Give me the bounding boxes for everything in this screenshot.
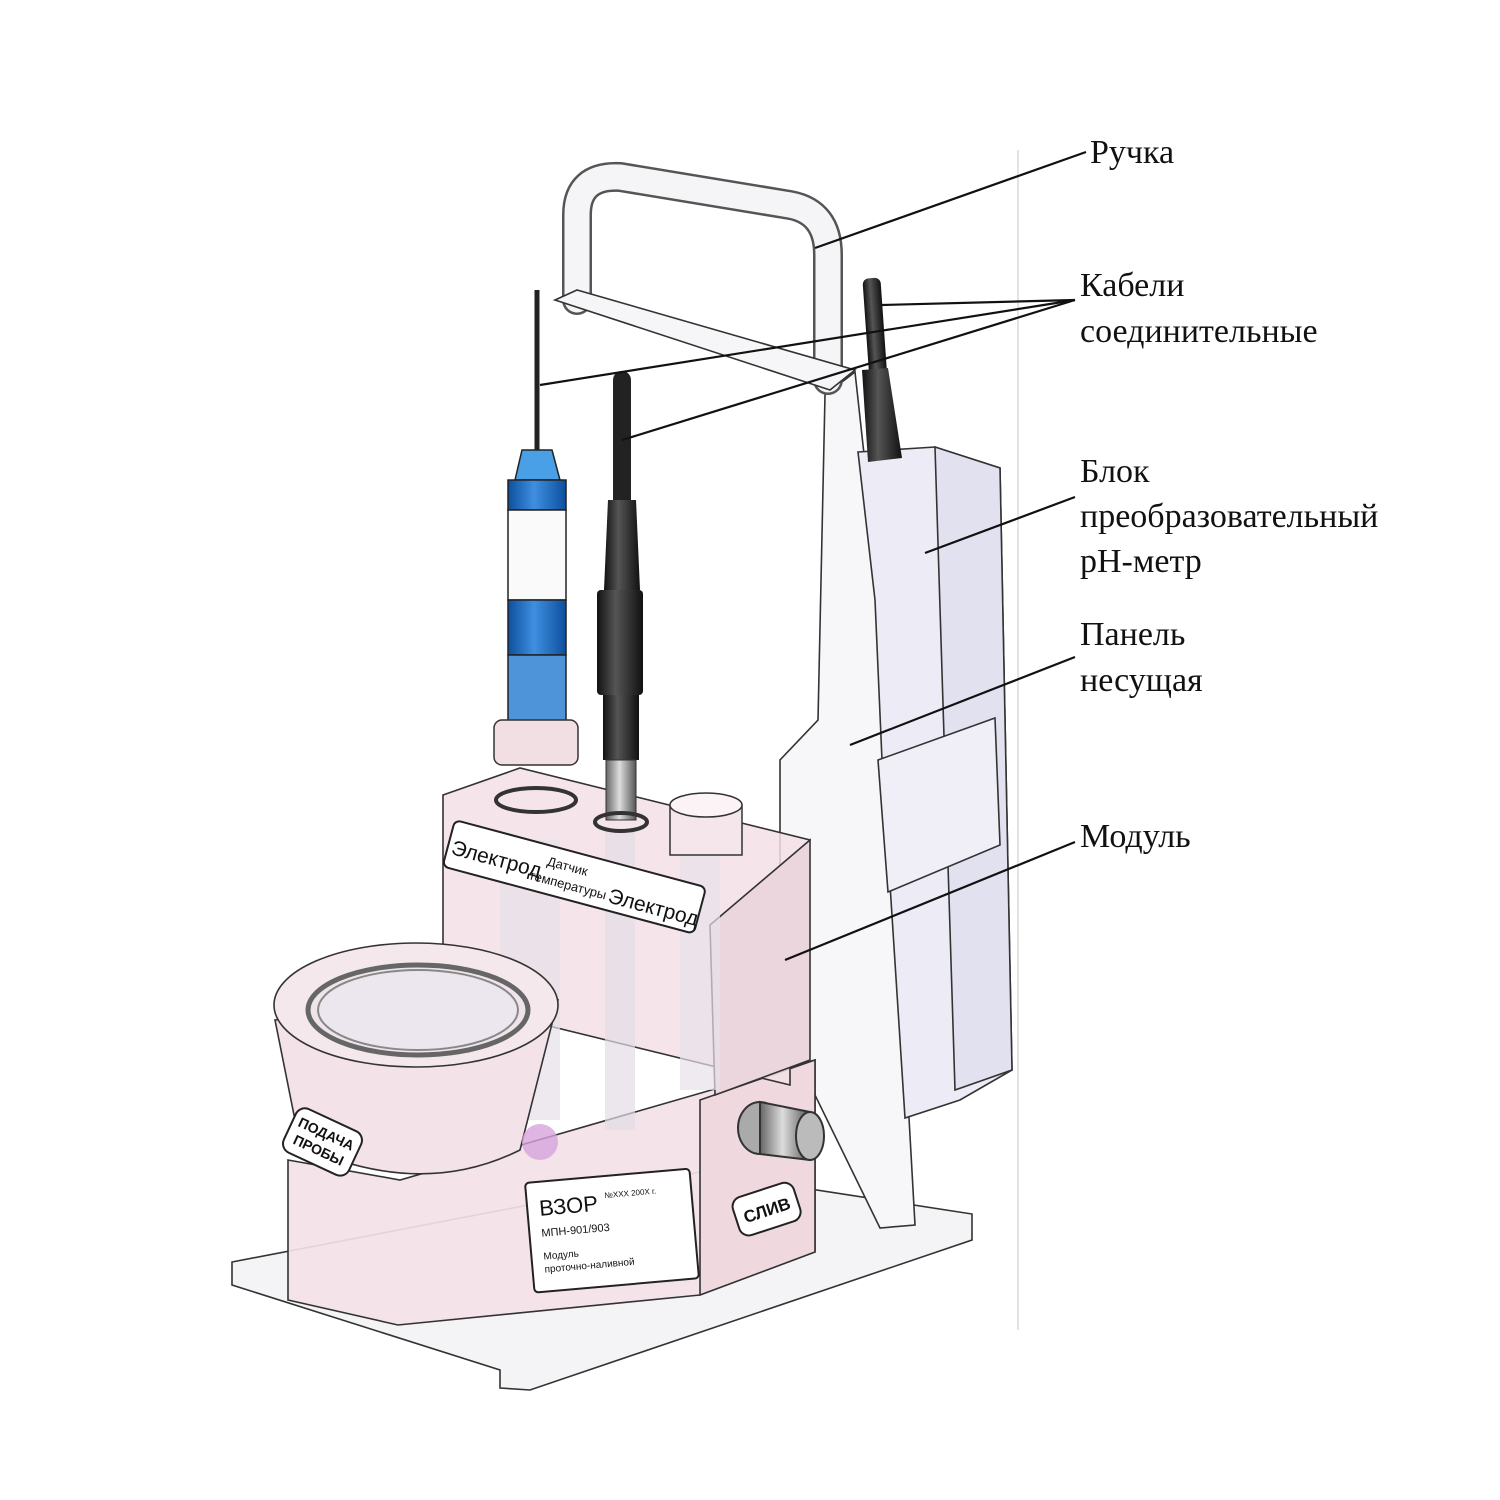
leader-cable-3 [539,298,1076,387]
callout-panel-2: несущая [1080,662,1203,699]
leader-cable-1 [881,298,1076,307]
converter-cable-boot [862,368,902,462]
panel-top-bar [552,289,857,391]
converter-clamp [877,716,1001,894]
leader-cable-2 [621,298,1076,442]
callout-cables-2: соединительные [1080,313,1318,350]
ph-electrode [493,449,579,814]
inlet-port [522,1124,558,1160]
nameplate-model: МПН-901/903 [541,1222,610,1240]
nameplate-desc-1: Модуль [543,1249,579,1263]
nameplate: ВЗОР №XXX 200X г. МПН-901/903 Модуль про… [524,1167,700,1294]
temperature-sensor [593,500,649,833]
leader-handle [814,150,1087,250]
callout-cables-1: Кабели [1080,267,1184,304]
leader-converter [924,495,1076,555]
callout-converter-3: pH-метр [1080,543,1202,580]
drain-fitting [737,1100,825,1162]
callout-module: Модуль [1080,818,1191,855]
leader-module [784,840,1076,962]
callout-converter-2: преобразовательный [1080,498,1378,535]
callout-converter-1: Блок [1080,453,1150,490]
callout-panel-1: Панель [1080,616,1185,653]
leader-panel [849,655,1076,747]
nameplate-brand: ВЗОР [538,1191,599,1221]
callout-handle: Ручка [1090,134,1174,171]
port-cap [669,792,743,856]
drain-label: СЛИВ [731,1181,802,1237]
